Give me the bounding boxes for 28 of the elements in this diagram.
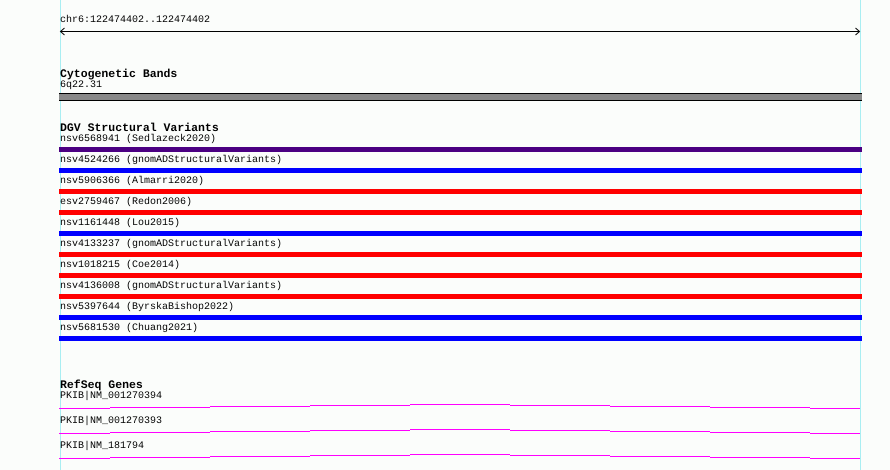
variant-label: nsv5397644 (ByrskaBishop2022) <box>60 302 234 314</box>
variant-bar <box>59 176 862 195</box>
variant-bar <box>59 197 862 216</box>
variant-label: nsv1161448 (Lou2015) <box>60 218 180 230</box>
band-label: 6q22.31 <box>60 80 102 92</box>
variant-label: nsv6568941 (Sedlazeck2020) <box>60 134 216 146</box>
variant-label: nsv5906366 (Almarri2020) <box>60 176 204 188</box>
variant-label: esv2759467 (Redon2006) <box>60 197 192 209</box>
variant-label: nsv4136008 (gnomADStructuralVariants) <box>60 281 282 293</box>
variant-bar <box>59 302 862 321</box>
track-title: DGV Structural Variants <box>60 122 219 134</box>
variant-bar <box>59 281 862 300</box>
cytoband-bar <box>59 80 862 101</box>
variant-label: nsv1018215 (Coe2014) <box>60 260 180 272</box>
variant-bar <box>59 134 862 153</box>
gene-label: PKIB|NM_001270393 <box>60 416 162 428</box>
variant-bar <box>59 239 862 258</box>
track-title: RefSeq Genes <box>60 378 143 392</box>
variant-label: nsv4524266 (gnomADStructuralVariants) <box>60 155 282 167</box>
coordinate-range-label: chr6:122474402..122474402 <box>60 15 210 27</box>
variant-bar <box>59 323 862 342</box>
variant-bar <box>59 218 862 237</box>
variant-bar <box>59 260 862 279</box>
variant-label: nsv5681530 (Chuang2021) <box>60 323 198 335</box>
gene-label: PKIB|NM_181794 <box>60 441 144 453</box>
variant-label: nsv4133237 (gnomADStructuralVariants) <box>60 239 282 251</box>
gene-label: PKIB|NM_001270394 <box>60 391 162 403</box>
variant-bar <box>59 155 862 174</box>
